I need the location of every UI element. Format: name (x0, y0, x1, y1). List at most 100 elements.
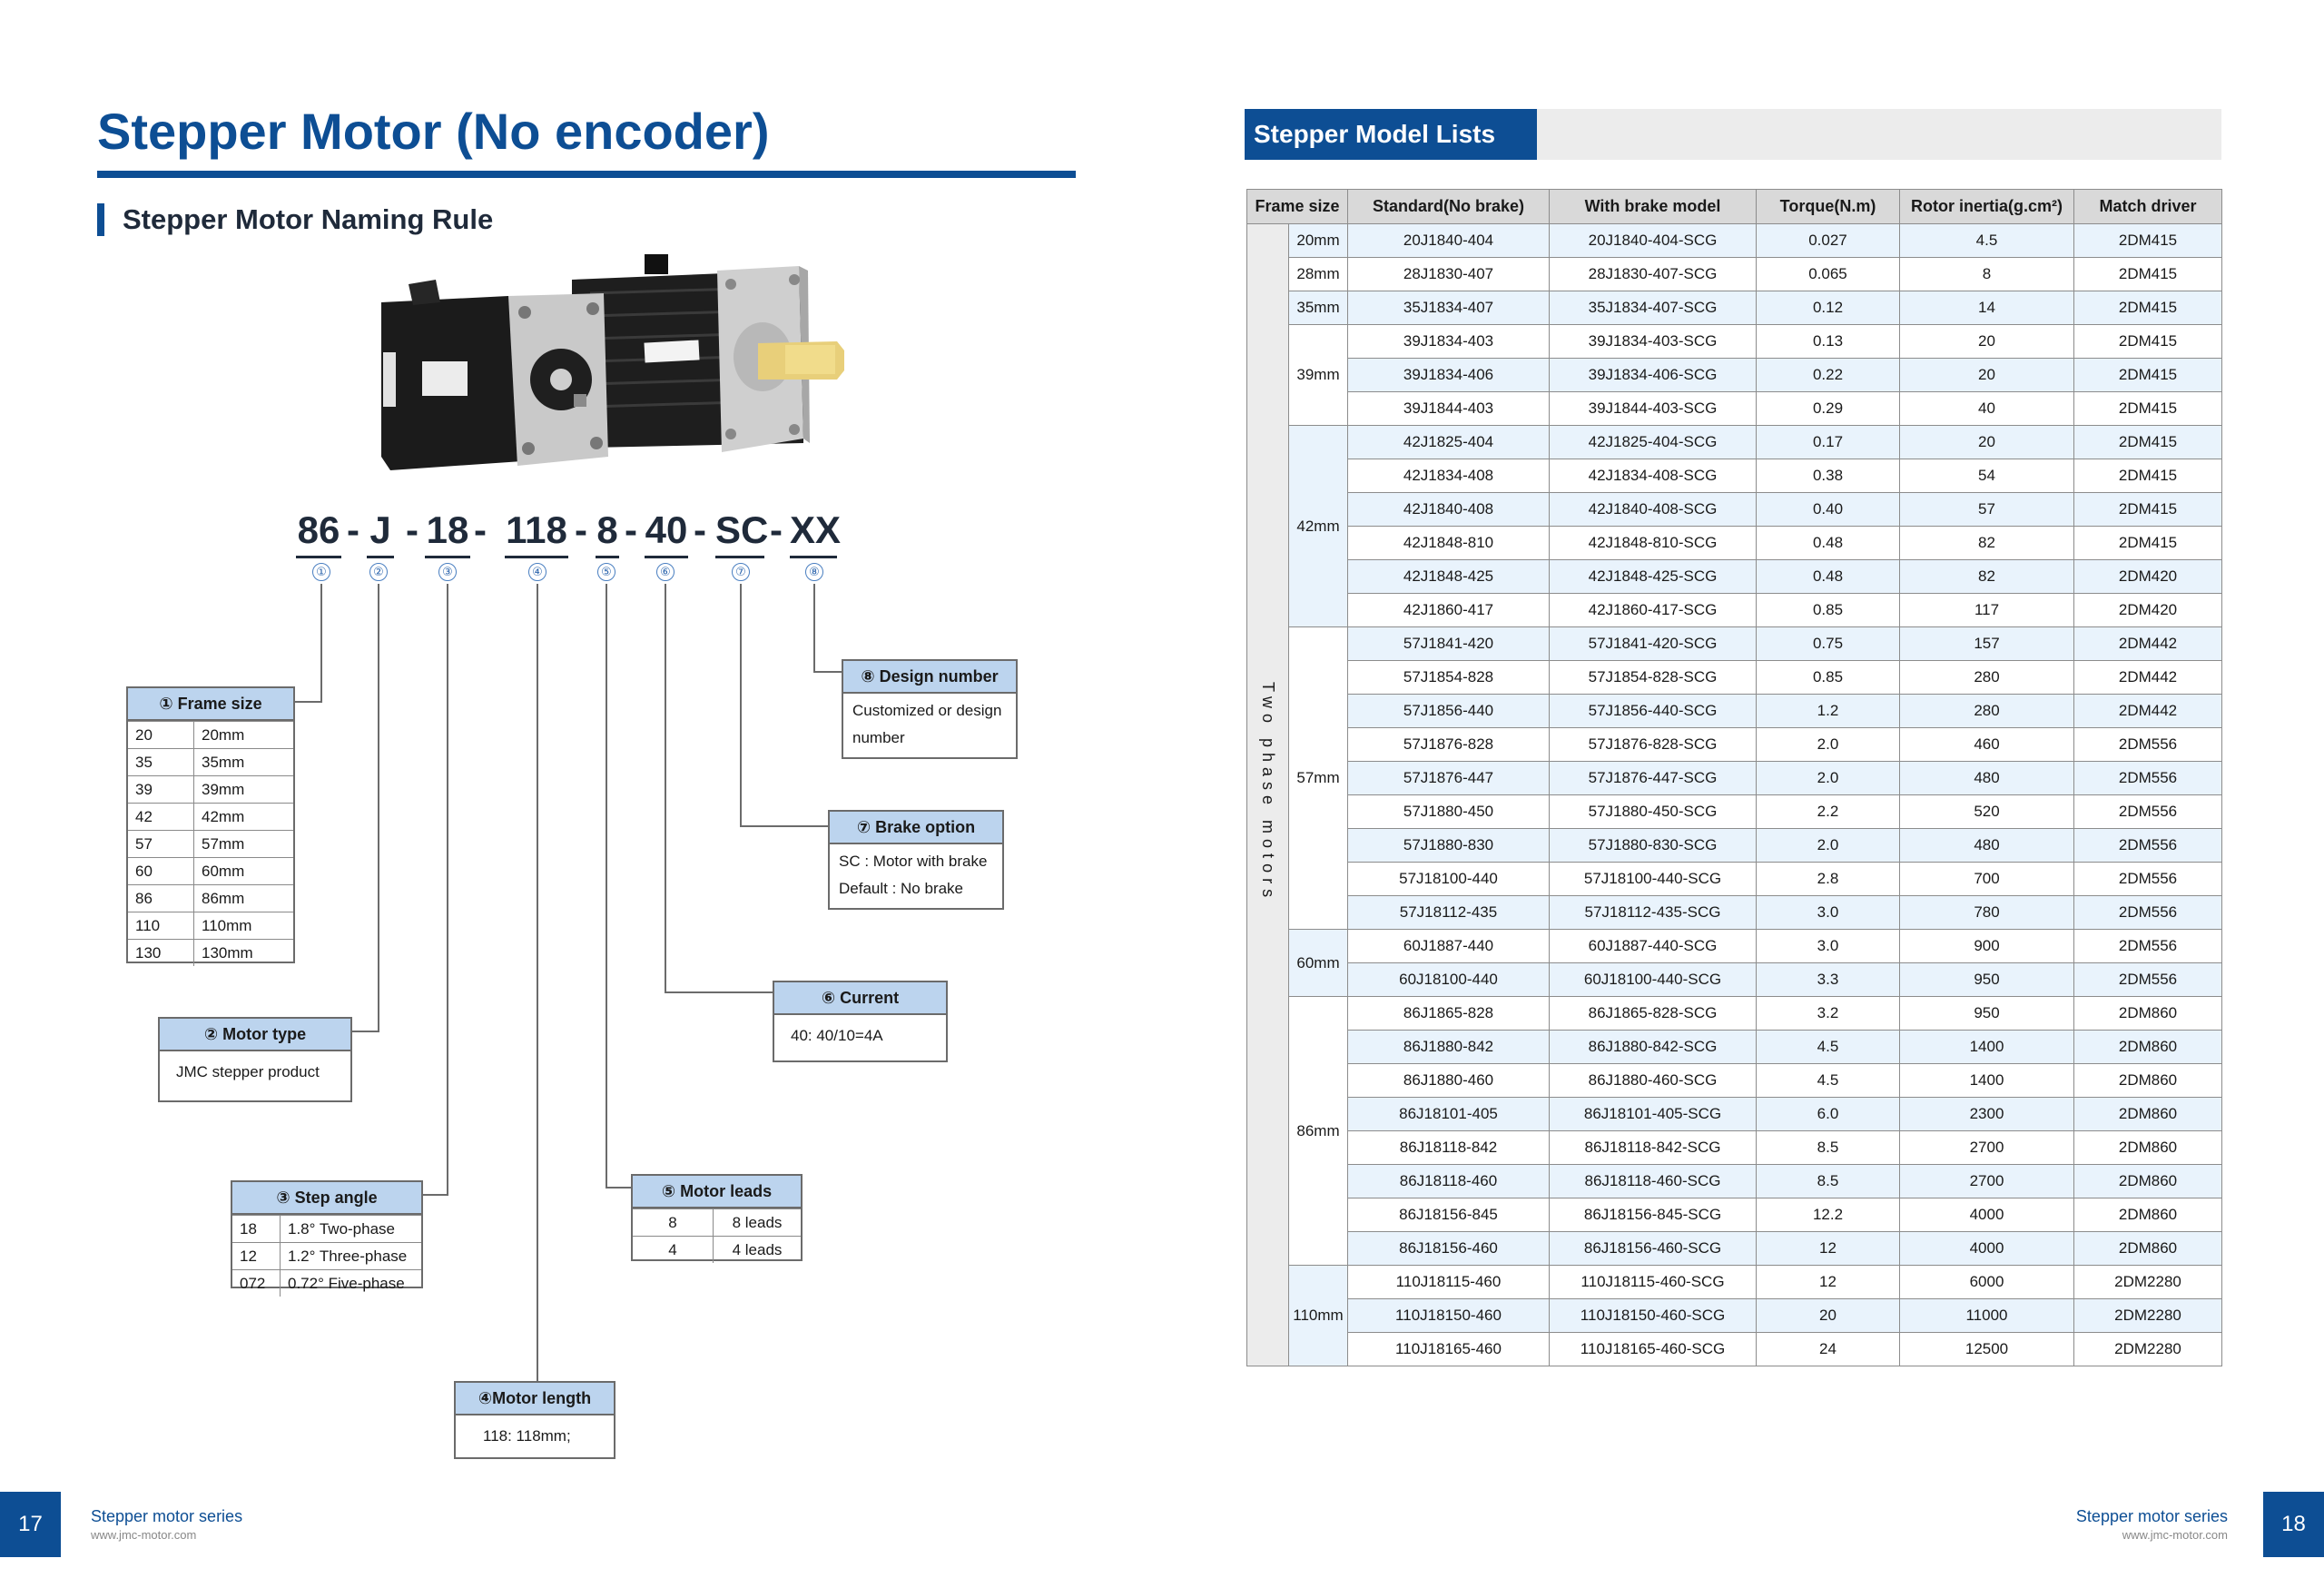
motor-type-box: ② Motor type JMC stepper product (158, 1017, 352, 1102)
torque-cell: 0.48 (1756, 559, 1900, 594)
match-driver-cell: 2DM2280 (2073, 1265, 2222, 1299)
code-part-frame: 86 (296, 505, 341, 558)
match-driver-cell: 2DM556 (2073, 727, 2222, 762)
torque-cell: 2.0 (1756, 761, 1900, 795)
leader-line (378, 584, 379, 1032)
design-number-box: ⑧ Design number Customized or design num… (842, 659, 1018, 759)
code-dash: - (474, 508, 487, 551)
leader-line (422, 1194, 448, 1196)
rotor-inertia-cell: 20 (1899, 324, 2074, 359)
rotor-inertia-cell: 4000 (1899, 1231, 2074, 1266)
torque-cell: 2.0 (1756, 727, 1900, 762)
brake-model-cell: 86J1880-460-SCG (1549, 1063, 1757, 1098)
leader-line (350, 1031, 379, 1032)
col-standard: Standard(No brake) (1347, 189, 1550, 224)
rotor-inertia-cell: 57 (1899, 492, 2074, 527)
brake-model-cell: 57J1856-440-SCG (1549, 694, 1757, 728)
design-number-body: Customized or design number (852, 702, 1002, 746)
rotor-inertia-cell: 20 (1899, 358, 2074, 392)
rotor-inertia-cell: 520 (1899, 794, 2074, 829)
match-driver-cell: 2DM415 (2073, 257, 2222, 291)
standard-model-cell: 57J1876-447 (1347, 761, 1550, 795)
brake-model-cell: 86J1880-842-SCG (1549, 1030, 1757, 1064)
torque-cell: 0.17 (1756, 425, 1900, 459)
match-driver-cell: 2DM860 (2073, 1030, 2222, 1064)
rotor-inertia-cell: 2700 (1899, 1130, 2074, 1165)
match-driver-cell: 2DM2280 (2073, 1332, 2222, 1366)
standard-model-cell: 42J1848-810 (1347, 526, 1550, 560)
marker-7: ⑦ (732, 563, 750, 581)
brake-option-line-2: Default : No brake (839, 880, 964, 897)
brake-model-cell: 57J1876-447-SCG (1549, 761, 1757, 795)
leader-line (447, 584, 448, 1196)
frame-code: 57 (128, 830, 194, 858)
rotor-inertia-cell: 82 (1899, 526, 2074, 560)
current-box: ⑥ Current 40: 40/10=4A (773, 981, 948, 1062)
torque-cell: 6.0 (1756, 1097, 1900, 1131)
brake-model-cell: 20J1840-404-SCG (1549, 223, 1757, 258)
website-right: www.jmc-motor.com (2122, 1528, 2228, 1542)
match-driver-cell: 2DM420 (2073, 593, 2222, 627)
standard-model-cell: 60J1887-440 (1347, 929, 1550, 963)
leads-code: 8 (633, 1208, 714, 1237)
brake-model-cell: 60J1887-440-SCG (1549, 929, 1757, 963)
brake-model-cell: 86J18118-460-SCG (1549, 1164, 1757, 1198)
frame-size-cell: 20mm (1288, 223, 1348, 258)
leader-line (606, 1187, 631, 1189)
frame-size-cell: 42mm (1288, 425, 1348, 627)
rotor-inertia-cell: 480 (1899, 828, 2074, 863)
leader-line (537, 584, 538, 1382)
torque-cell: 3.3 (1756, 962, 1900, 997)
brake-model-cell: 110J18150-460-SCG (1549, 1298, 1757, 1333)
leader-line (665, 584, 666, 993)
code-underline (715, 556, 764, 558)
standard-model-cell: 110J18150-460 (1347, 1298, 1550, 1333)
code-underline (596, 556, 619, 558)
frame-code: 35 (128, 748, 194, 776)
code-part-brake-text: SC (715, 508, 769, 551)
brake-model-cell: 57J18100-440-SCG (1549, 862, 1757, 896)
code-part-current-text: 40 (645, 508, 688, 551)
frame-value: 35mm (193, 748, 293, 776)
brake-model-cell: 28J1830-407-SCG (1549, 257, 1757, 291)
code-underline (645, 556, 688, 558)
rotor-inertia-cell: 2300 (1899, 1097, 2074, 1131)
standard-model-cell: 86J18101-405 (1347, 1097, 1550, 1131)
rotor-inertia-cell: 20 (1899, 425, 2074, 459)
leader-line (813, 671, 842, 673)
match-driver-cell: 2DM2280 (2073, 1298, 2222, 1333)
step-value: 0.72° Five-phase (280, 1269, 421, 1297)
brake-model-cell: 57J18112-435-SCG (1549, 895, 1757, 930)
step-code: 18 (232, 1215, 281, 1243)
standard-model-cell: 57J18112-435 (1347, 895, 1550, 930)
marker-8: ⑧ (805, 563, 823, 581)
code-underline (790, 556, 837, 558)
frame-value: 130mm (193, 939, 293, 966)
frame-value: 42mm (193, 803, 293, 831)
torque-cell: 3.2 (1756, 996, 1900, 1031)
torque-cell: 0.40 (1756, 492, 1900, 527)
standard-model-cell: 110J18165-460 (1347, 1332, 1550, 1366)
brake-model-cell: 86J18101-405-SCG (1549, 1097, 1757, 1131)
motor-product-image (381, 254, 844, 470)
frame-code: 60 (128, 857, 194, 885)
step-value: 1.2° Three-phase (280, 1242, 421, 1270)
match-driver-cell: 2DM860 (2073, 1231, 2222, 1266)
leads-value: 8 leads (713, 1208, 801, 1237)
code-part-length: 118 (505, 505, 568, 558)
match-driver-cell: 2DM442 (2073, 660, 2222, 695)
match-driver-cell: 2DM415 (2073, 324, 2222, 359)
page-number-left: 17 (0, 1492, 61, 1557)
standard-model-cell: 86J1880-460 (1347, 1063, 1550, 1098)
torque-cell: 2.8 (1756, 862, 1900, 896)
